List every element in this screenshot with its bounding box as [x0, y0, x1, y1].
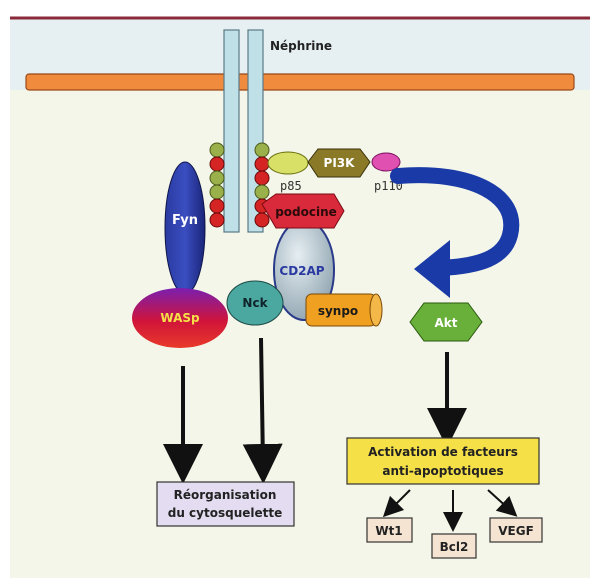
wasp-protein [132, 288, 228, 348]
vegf-box [489, 517, 543, 543]
wt1-label: Wt1 [375, 524, 402, 538]
phospho-beads-left [209, 142, 225, 228]
membrane-band [25, 73, 575, 91]
bcl2-box [431, 533, 477, 559]
pi3k-label: PI3K [324, 156, 356, 170]
akt-protein [409, 302, 483, 342]
p110-subunit [371, 152, 401, 172]
fyn-protein [164, 161, 206, 295]
wt1-box [366, 517, 413, 543]
reorganisation-line2: du cytosquelette [168, 506, 283, 520]
nephrine-rod-left [223, 29, 240, 233]
pi3k-protein [307, 148, 371, 178]
fyn-label: Fyn [172, 213, 198, 228]
podocine-protein [261, 193, 345, 229]
nck-label: Nck [242, 296, 268, 310]
podocine-label: podocine [275, 205, 337, 219]
pi3k-to-akt-arrow [390, 167, 520, 276]
synpo-protein [305, 293, 383, 327]
bcl2-label: Bcl2 [440, 540, 469, 554]
cd2ap-label: CD2AP [279, 264, 324, 278]
synpo-label: synpo [318, 304, 358, 318]
arrow-activation-to-vegf [487, 489, 518, 517]
activation-line2: anti-apoptotiques [382, 464, 503, 478]
pi3k-to-akt-arrowhead [414, 240, 450, 298]
p85-label: p85 [280, 179, 302, 193]
activation-line1: Activation de facteurs [368, 445, 518, 459]
arrow-nck-to-reorg [242, 337, 283, 484]
wasp-label: WASp [160, 311, 200, 325]
reorganisation-box [156, 481, 295, 527]
nephrine-label: Néphrine [270, 39, 332, 53]
arrow-activation-to-wt1 [382, 489, 411, 518]
vegf-label: VEGF [498, 524, 534, 538]
nck-protein [226, 280, 284, 326]
reorganisation-line1: Réorganisation [174, 488, 277, 502]
activation-box [346, 437, 540, 485]
p85-subunit [267, 151, 309, 175]
akt-label: Akt [434, 316, 457, 330]
